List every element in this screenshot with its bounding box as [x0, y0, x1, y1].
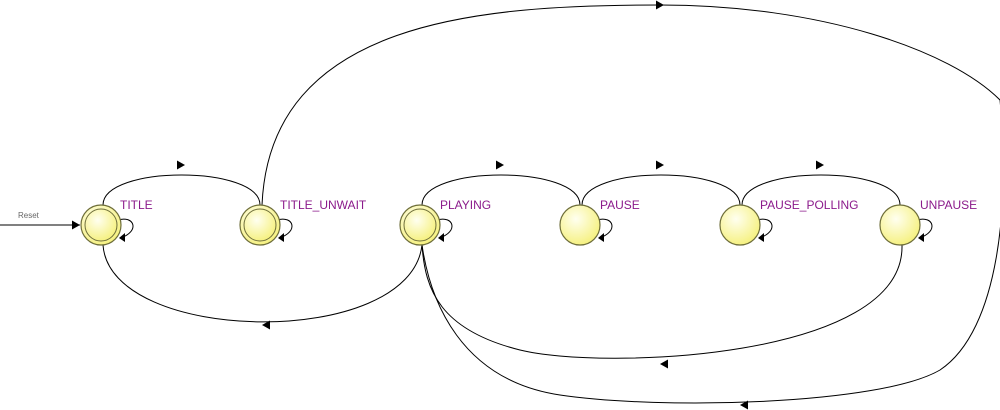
self-loop-arrow-playing: [438, 233, 444, 242]
arrowhead-title-unwait-large-arc: [656, 0, 664, 10]
edge-return-to-playing: [421, 100, 1000, 404]
state-inner-ring: [243, 208, 277, 242]
edge-playing-to-title: [102, 244, 423, 323]
state-label-title: TITLE: [120, 198, 153, 212]
arrowhead-playing-to-title: [262, 320, 270, 330]
state-unpause[interactable]: UNPAUSE: [879, 198, 977, 246]
edge-unpause-to-playing: [421, 244, 903, 359]
state-inner-ring: [403, 208, 437, 242]
state-label-pause-polling: PAUSE_POLLING: [760, 198, 858, 212]
arrowhead-title-to-title-unwait: [177, 160, 185, 170]
state-title-unwait[interactable]: TITLE_UNWAIT: [239, 198, 367, 246]
state-pause-polling[interactable]: PAUSE_POLLING: [719, 198, 858, 246]
state-circle: [719, 204, 761, 246]
self-loop-arrow-title: [119, 233, 125, 242]
arrowhead-return-to-playing: [740, 400, 748, 410]
edge-pause-to-pause-polling: [581, 174, 741, 206]
state-playing[interactable]: PLAYING: [399, 198, 491, 246]
edge-title-unwait-large-arc: [261, 4, 1000, 206]
state-inner-ring: [84, 208, 118, 242]
arrowhead-pause-to-pause-polling: [656, 160, 664, 170]
edge-title-to-title-unwait: [102, 174, 261, 206]
self-loop-arrow-pause: [598, 233, 604, 242]
state-label-unpause: UNPAUSE: [920, 198, 977, 212]
self-loop-arrow-unpause: [918, 233, 924, 242]
self-loop-arrow-pause-polling: [758, 233, 764, 242]
state-circle: [559, 204, 601, 246]
state-label-pause: PAUSE: [600, 198, 640, 212]
edge-pause-polling-to-unpause: [741, 174, 901, 206]
state-label-playing: PLAYING: [440, 198, 491, 212]
arrowhead-pause-polling-to-unpause: [816, 160, 824, 170]
arrowhead-playing-to-pause: [496, 160, 504, 170]
state-pause[interactable]: PAUSE: [559, 198, 640, 246]
reset-arrowhead: [72, 220, 80, 230]
arrowhead-unpause-to-playing: [660, 359, 668, 369]
self-loop-arrow-title-unwait: [278, 233, 284, 242]
state-label-title-unwait: TITLE_UNWAIT: [280, 198, 367, 212]
edge-playing-to-pause: [421, 174, 581, 206]
state-circle: [879, 204, 921, 246]
reset-label: Reset: [18, 211, 40, 220]
state-title[interactable]: TITLE: [80, 198, 153, 246]
